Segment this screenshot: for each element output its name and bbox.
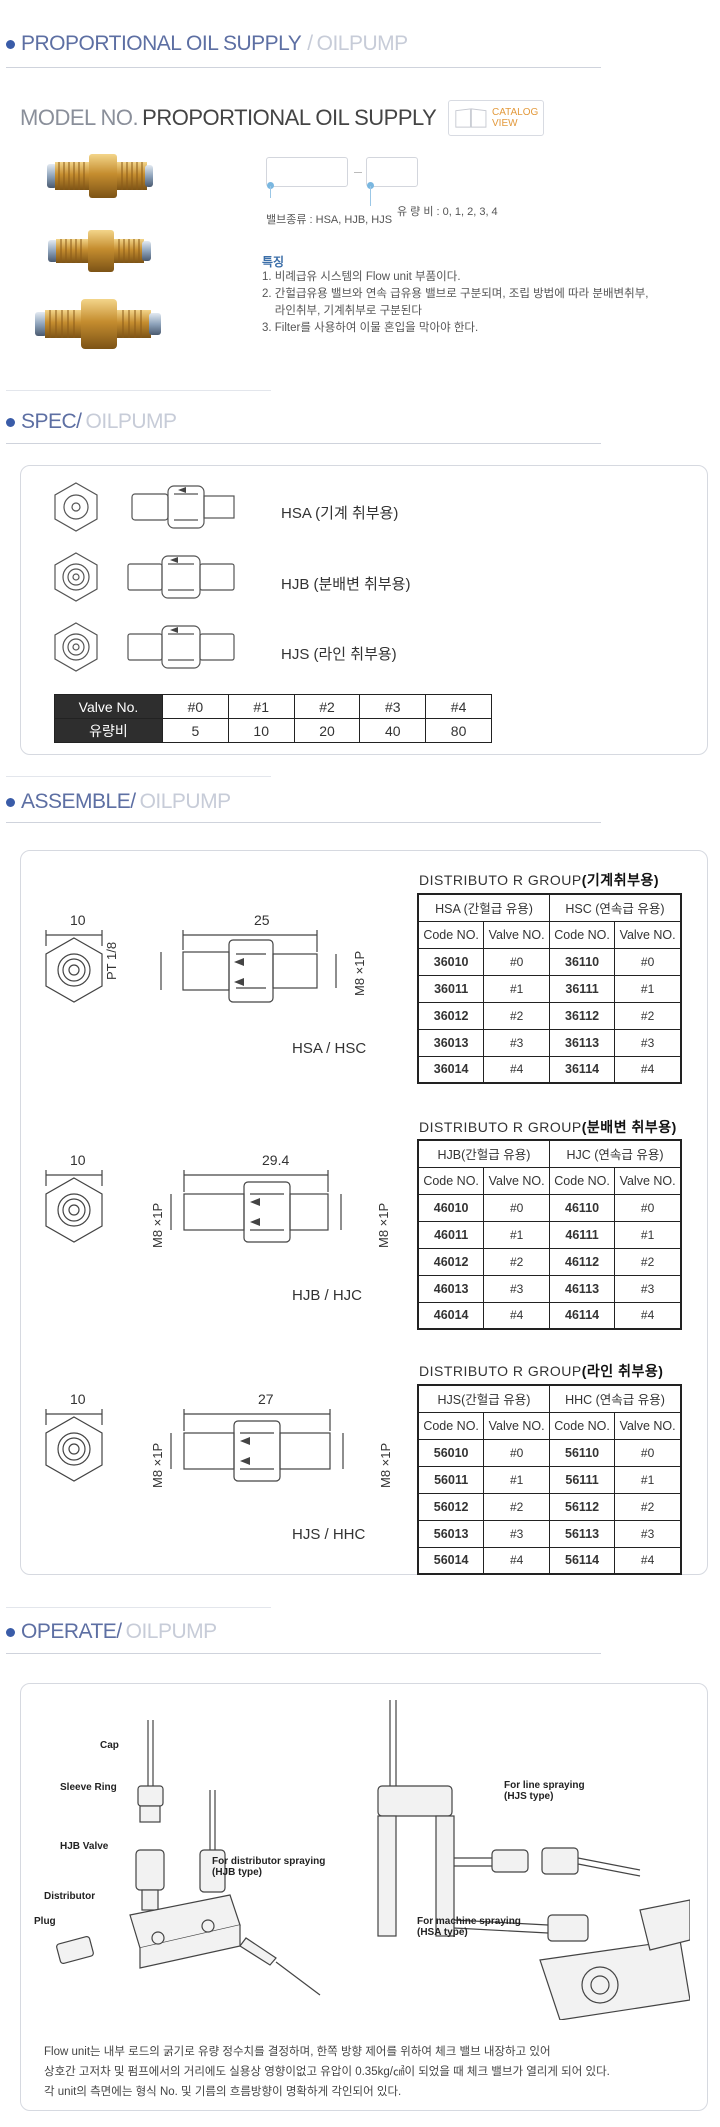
dim-right-3: M8 ×1P [378, 1442, 393, 1488]
assemble-caption-1: HSA / HSC [292, 1040, 367, 1057]
assemble-caption-2: HJB / HJC [292, 1287, 363, 1304]
table-row: Valve No. #0 #1 #2 #3 #4 [54, 694, 492, 719]
dim-hex-2: 10 [70, 1152, 86, 1168]
table-row: Code NO. Valve NO. Code NO. Valve NO. [417, 1411, 682, 1440]
group-title-2: DISTRIBUTO R GROUP(분배변 취부용) [419, 1119, 677, 1135]
features-list: 1. 비례급유 시스템의 Flow unit 부품이다. 2. 간헐급유용 밸브… [262, 269, 702, 337]
dim-left-3: M8 ×1P [150, 1442, 165, 1488]
flow-ratio-legend: 유 량 비 : 0, 1, 2, 3, 4 [397, 206, 498, 218]
title-bullet-icon [6, 39, 15, 49]
operate-panel [20, 1683, 708, 2111]
catalog-book-icon [455, 108, 487, 128]
dim-length-3: 27 [258, 1391, 274, 1407]
code-box-flow-ratio [366, 157, 418, 187]
table-row: HJB(간헐급 유용) HJC (연속급 유용) [417, 1139, 682, 1168]
operate-description: Flow unit는 내부 로드의 굵기로 유량 정수치를 결정하며, 한쪽 방… [44, 2046, 610, 2098]
callout-plug: Plug [34, 1916, 56, 1927]
dim-length-1: 25 [254, 912, 270, 928]
dim-hex-1: 10 [70, 912, 86, 928]
group-table-2: HJB(간헐급 유용) HJC (연속급 유용) Code NO. Valve … [417, 1139, 682, 1330]
flow-ratio-table: Valve No. #0 #1 #2 #3 #4 유량비 5 10 20 40 … [54, 694, 492, 743]
dim-right-1: M8 ×1P [352, 950, 367, 996]
dim-left-2: M8 ×1P [150, 1202, 165, 1248]
callout-distributor: Distributor [44, 1891, 96, 1902]
title-bullet-icon [6, 1627, 15, 1637]
dim-left-1: PT 1/8 [104, 941, 119, 980]
callout-line-spraying: For line spraying (HJS type) [504, 1780, 585, 1802]
page-title: PROPORTIONAL OIL SUPPLY / OILPUMP [6, 32, 408, 56]
operate-illustration [56, 1700, 690, 2020]
callout-hjb-valve: HJB Valve [60, 1841, 109, 1852]
valve-type-legend: 밸브종류 : HSA, HJB, HJS [266, 214, 393, 226]
spec-section-title: SPEC/ OILPUMP [6, 410, 177, 434]
callout-distributor-spraying: For distributor spraying (HJB type) [212, 1856, 326, 1878]
spec-drawings [54, 482, 235, 672]
group-title-3: DISTRIBUTO R GROUP(라인 취부용) [419, 1363, 664, 1379]
feature-item: 2. 간헐급유용 밸브와 연속 급유용 밸브로 구분되며, 조립 방법에 따라 … [262, 288, 649, 300]
assemble-section-title: ASSEMBLE/ OILPUMP [6, 790, 231, 814]
operate-section-title: OPERATE/ OILPUMP [6, 1620, 217, 1644]
code-box-valve-type [266, 157, 348, 187]
callout-sleeve-ring: Sleeve Ring [60, 1782, 117, 1793]
callout-cap: Cap [100, 1740, 119, 1751]
feature-item: 3. Filter를 사용하여 이물 혼입을 막아야 한다. [262, 322, 479, 334]
spec-label-hsa: HSA (기계 취부용) [281, 505, 399, 522]
callout-machine-spraying: For machine spraying (HSA type) [417, 1916, 521, 1938]
group-title-1: DISTRIBUTO R GROUP(기계취부용) [419, 872, 659, 888]
group-table-3: HJS(간헐급 유용) HHC (연속급 유용) Code NO. Valve … [417, 1384, 682, 1575]
table-row: HJS(간헐급 유용) HHC (연속급 유용) [417, 1384, 682, 1413]
assemble-drawings [45, 930, 344, 1482]
product-photo-hsa [47, 154, 153, 198]
table-row: 유량비 5 10 20 40 80 [54, 718, 492, 743]
title-divider [6, 67, 601, 68]
product-photo-hjs [35, 299, 161, 349]
features-title: 특징 [262, 255, 285, 269]
legend-dot-icon [367, 182, 374, 189]
table-row: HSA (간헐급 유용) HSC (연속급 유용) [417, 893, 682, 922]
table-row: Code NO. Valve NO. Code NO. Valve NO. [417, 1166, 682, 1195]
assemble-caption-3: HJS / HHC [292, 1526, 366, 1543]
feature-item: 라인취부, 기계취부로 구분된다 [262, 305, 422, 317]
product-photo-hjb [48, 230, 151, 272]
legend-dot-icon [267, 182, 274, 189]
dim-right-2: M8 ×1P [376, 1202, 391, 1248]
spec-label-hjb: HJB (분배변 취부용) [281, 576, 411, 593]
title-bullet-icon [6, 417, 15, 427]
group-table-1: HSA (간헐급 유용) HSC (연속급 유용) Code NO. Valve… [417, 893, 682, 1084]
catalog-view-button[interactable]: CATALOG VIEW [448, 100, 545, 136]
spec-label-hjs: HJS (라인 취부용) [281, 646, 397, 663]
table-row: Code NO. Valve NO. Code NO. Valve NO. [417, 920, 682, 949]
model-row: MODEL NO. PROPORTIONAL OIL SUPPLY CATALO… [20, 100, 545, 136]
dim-length-2: 29.4 [262, 1152, 290, 1168]
title-bullet-icon [6, 797, 15, 807]
dim-hex-3: 10 [70, 1391, 86, 1407]
feature-item: 1. 비례급유 시스템의 Flow unit 부품이다. [262, 271, 461, 283]
